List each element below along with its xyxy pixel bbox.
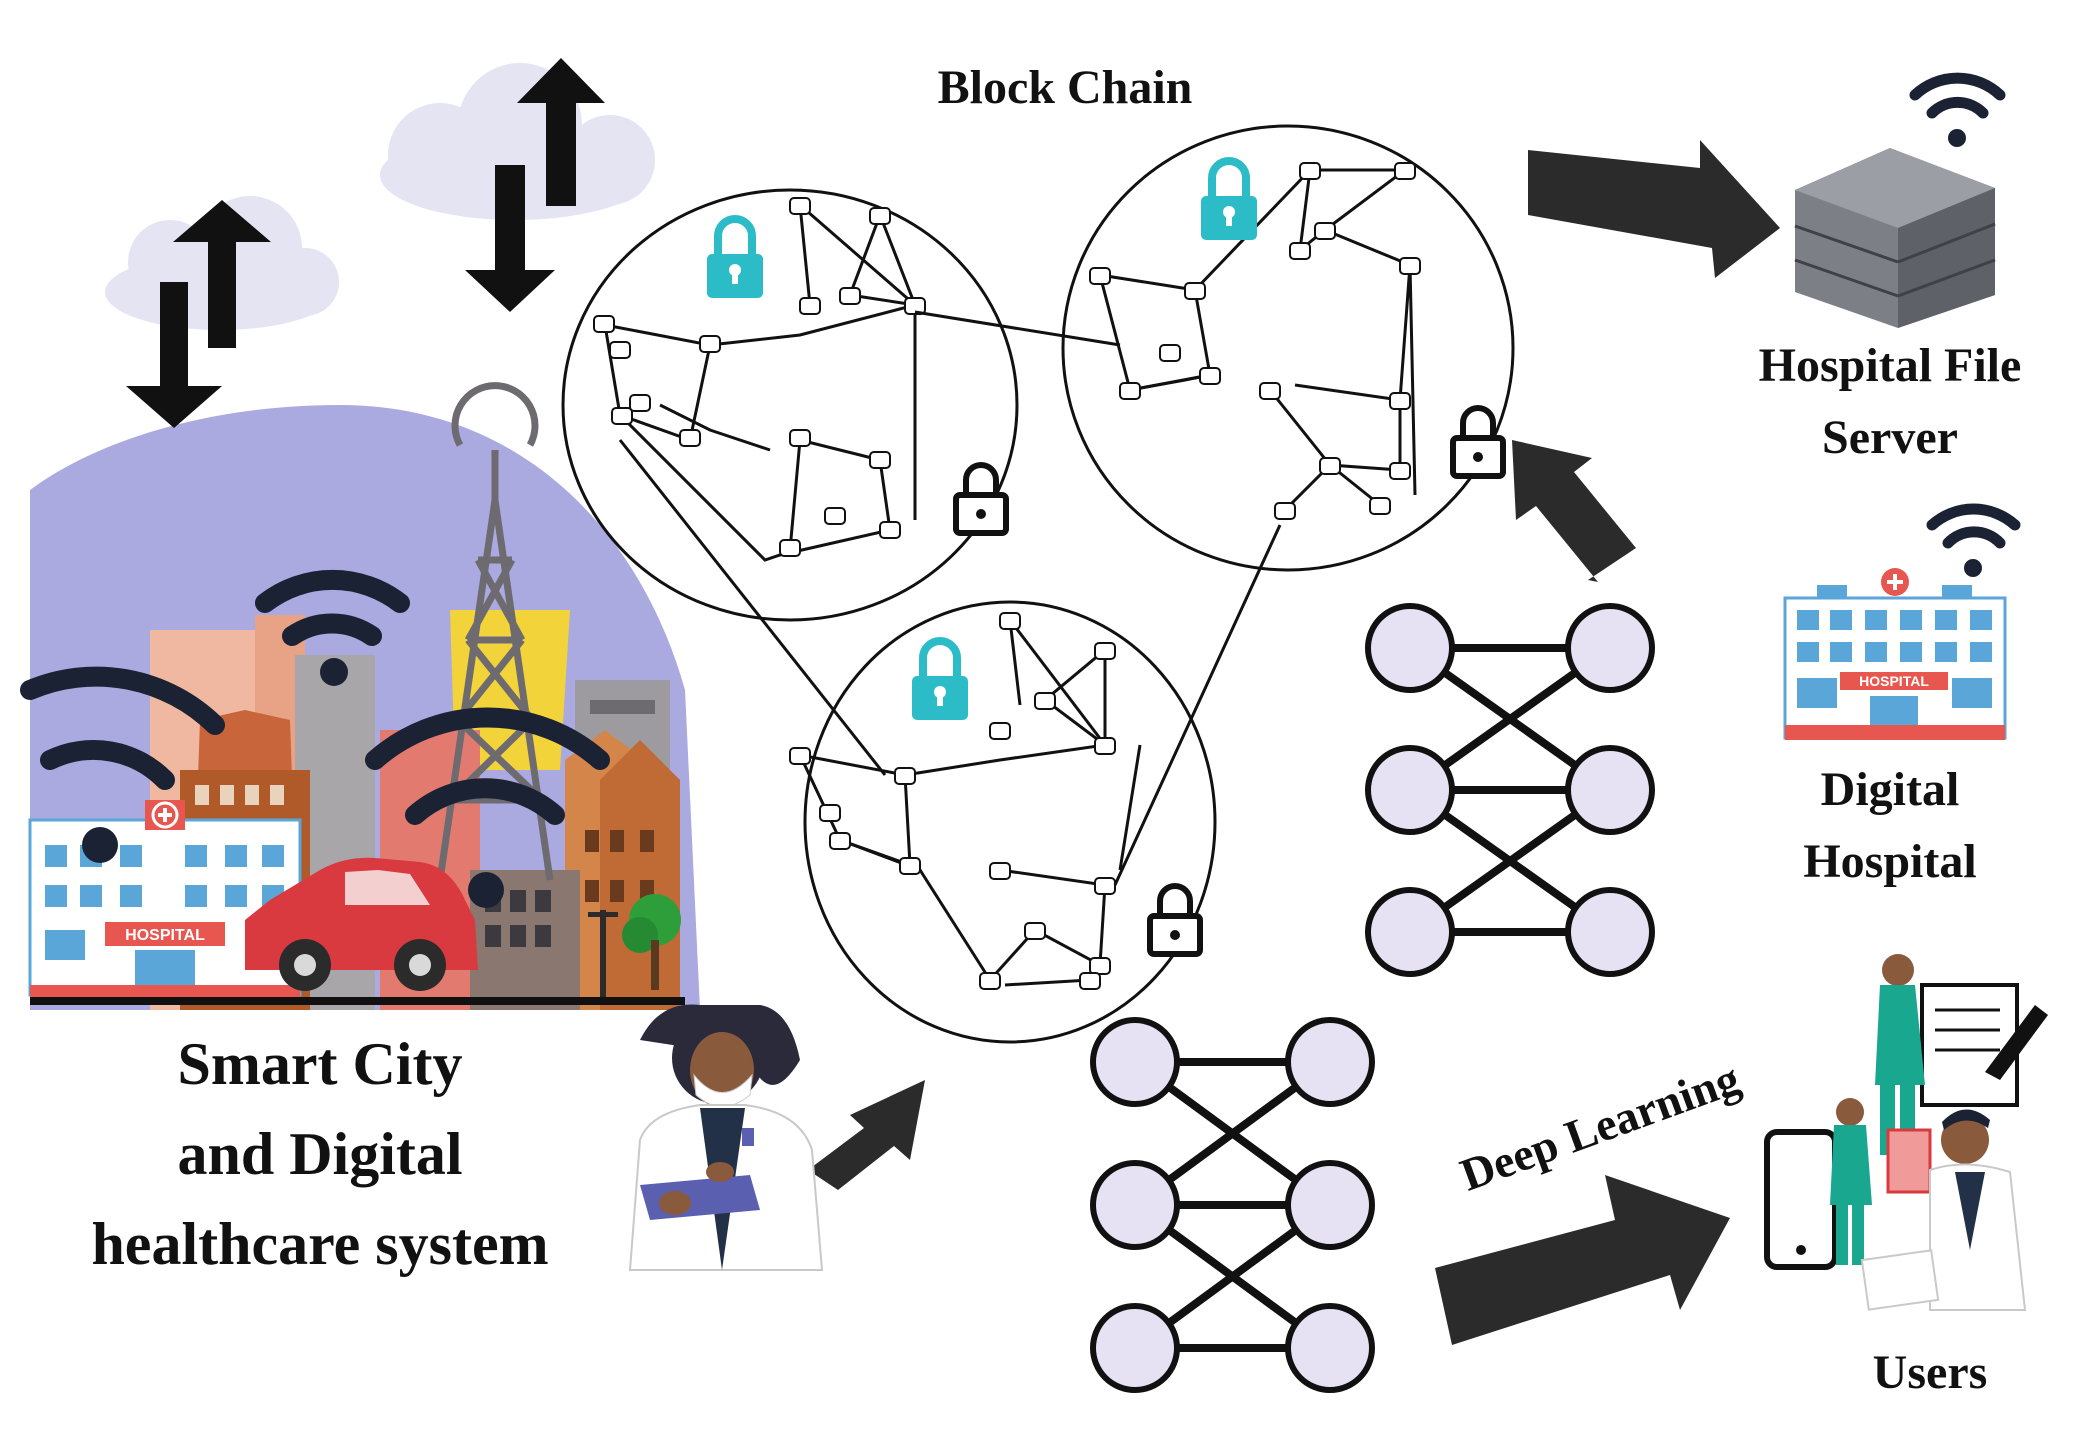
wifi-dot-icon xyxy=(1964,559,1982,577)
server-icon xyxy=(1794,148,1996,328)
digital-hospital-label-line1: Digital xyxy=(1820,763,1960,816)
smart-city-illustration: HOSPITAL xyxy=(20,382,700,1010)
up-down-arrow-icon xyxy=(126,200,271,428)
hospital-sign: HOSPITAL xyxy=(125,927,205,944)
lock-icon xyxy=(1201,157,1257,240)
smart-city-label-line2: and Digital xyxy=(177,1121,463,1187)
chain-link-icon xyxy=(1089,162,1421,520)
padlock-icon xyxy=(1147,883,1203,957)
users-label: Users xyxy=(1872,1346,1988,1399)
hospital-sign: HOSPITAL xyxy=(1859,673,1929,689)
wifi-dot-icon xyxy=(320,658,348,686)
wifi-dot-icon xyxy=(82,827,118,863)
neural-network-nodes xyxy=(1365,603,1655,977)
arrow-icon xyxy=(808,1080,925,1190)
car-icon xyxy=(245,857,478,991)
lock-icon xyxy=(912,637,968,720)
hospital-file-server-label-line1: Hospital File xyxy=(1758,339,2022,392)
arrow-icon xyxy=(1435,1175,1730,1345)
block-chain-title: Block Chain xyxy=(937,61,1193,114)
antenna-tower-icon xyxy=(436,382,554,881)
padlock-icon xyxy=(1450,405,1506,479)
wifi-icon xyxy=(1926,503,2021,549)
wifi-icon xyxy=(255,569,410,646)
cluster-links xyxy=(618,310,1282,886)
blockchain-cluster-1 xyxy=(561,188,1019,622)
digital-hospital-label-line2: Hospital xyxy=(1803,835,1977,888)
neural-network-nodes xyxy=(1090,1017,1375,1393)
arrow-icon xyxy=(1528,140,1780,278)
doctor-icon xyxy=(628,1004,824,1271)
hospital-icon: HOSPITAL xyxy=(1783,568,2007,740)
blockchain-cluster-2 xyxy=(1061,124,1515,572)
wifi-icon xyxy=(365,707,610,825)
chain-link-icon xyxy=(593,197,926,557)
arrow-icon xyxy=(1512,440,1636,582)
wifi-dot-icon xyxy=(468,872,504,908)
hospital-file-server-label-line2: Server xyxy=(1822,411,1958,464)
lock-icon xyxy=(707,215,763,298)
up-down-arrow-icon xyxy=(465,58,605,312)
wifi-dot-icon xyxy=(1948,129,1966,147)
wifi-icon xyxy=(1909,72,2006,119)
padlock-icon xyxy=(953,462,1009,536)
smart-city-label-line3: healthcare system xyxy=(91,1211,549,1277)
blockchain-cluster-3 xyxy=(789,600,1217,1044)
chain-link-icon xyxy=(789,612,1116,990)
smart-city-label-line1: Smart City xyxy=(177,1031,463,1097)
wifi-icon xyxy=(20,666,225,790)
city-hospital-icon: HOSPITAL xyxy=(28,800,302,1005)
users-icon xyxy=(1764,954,2048,1311)
